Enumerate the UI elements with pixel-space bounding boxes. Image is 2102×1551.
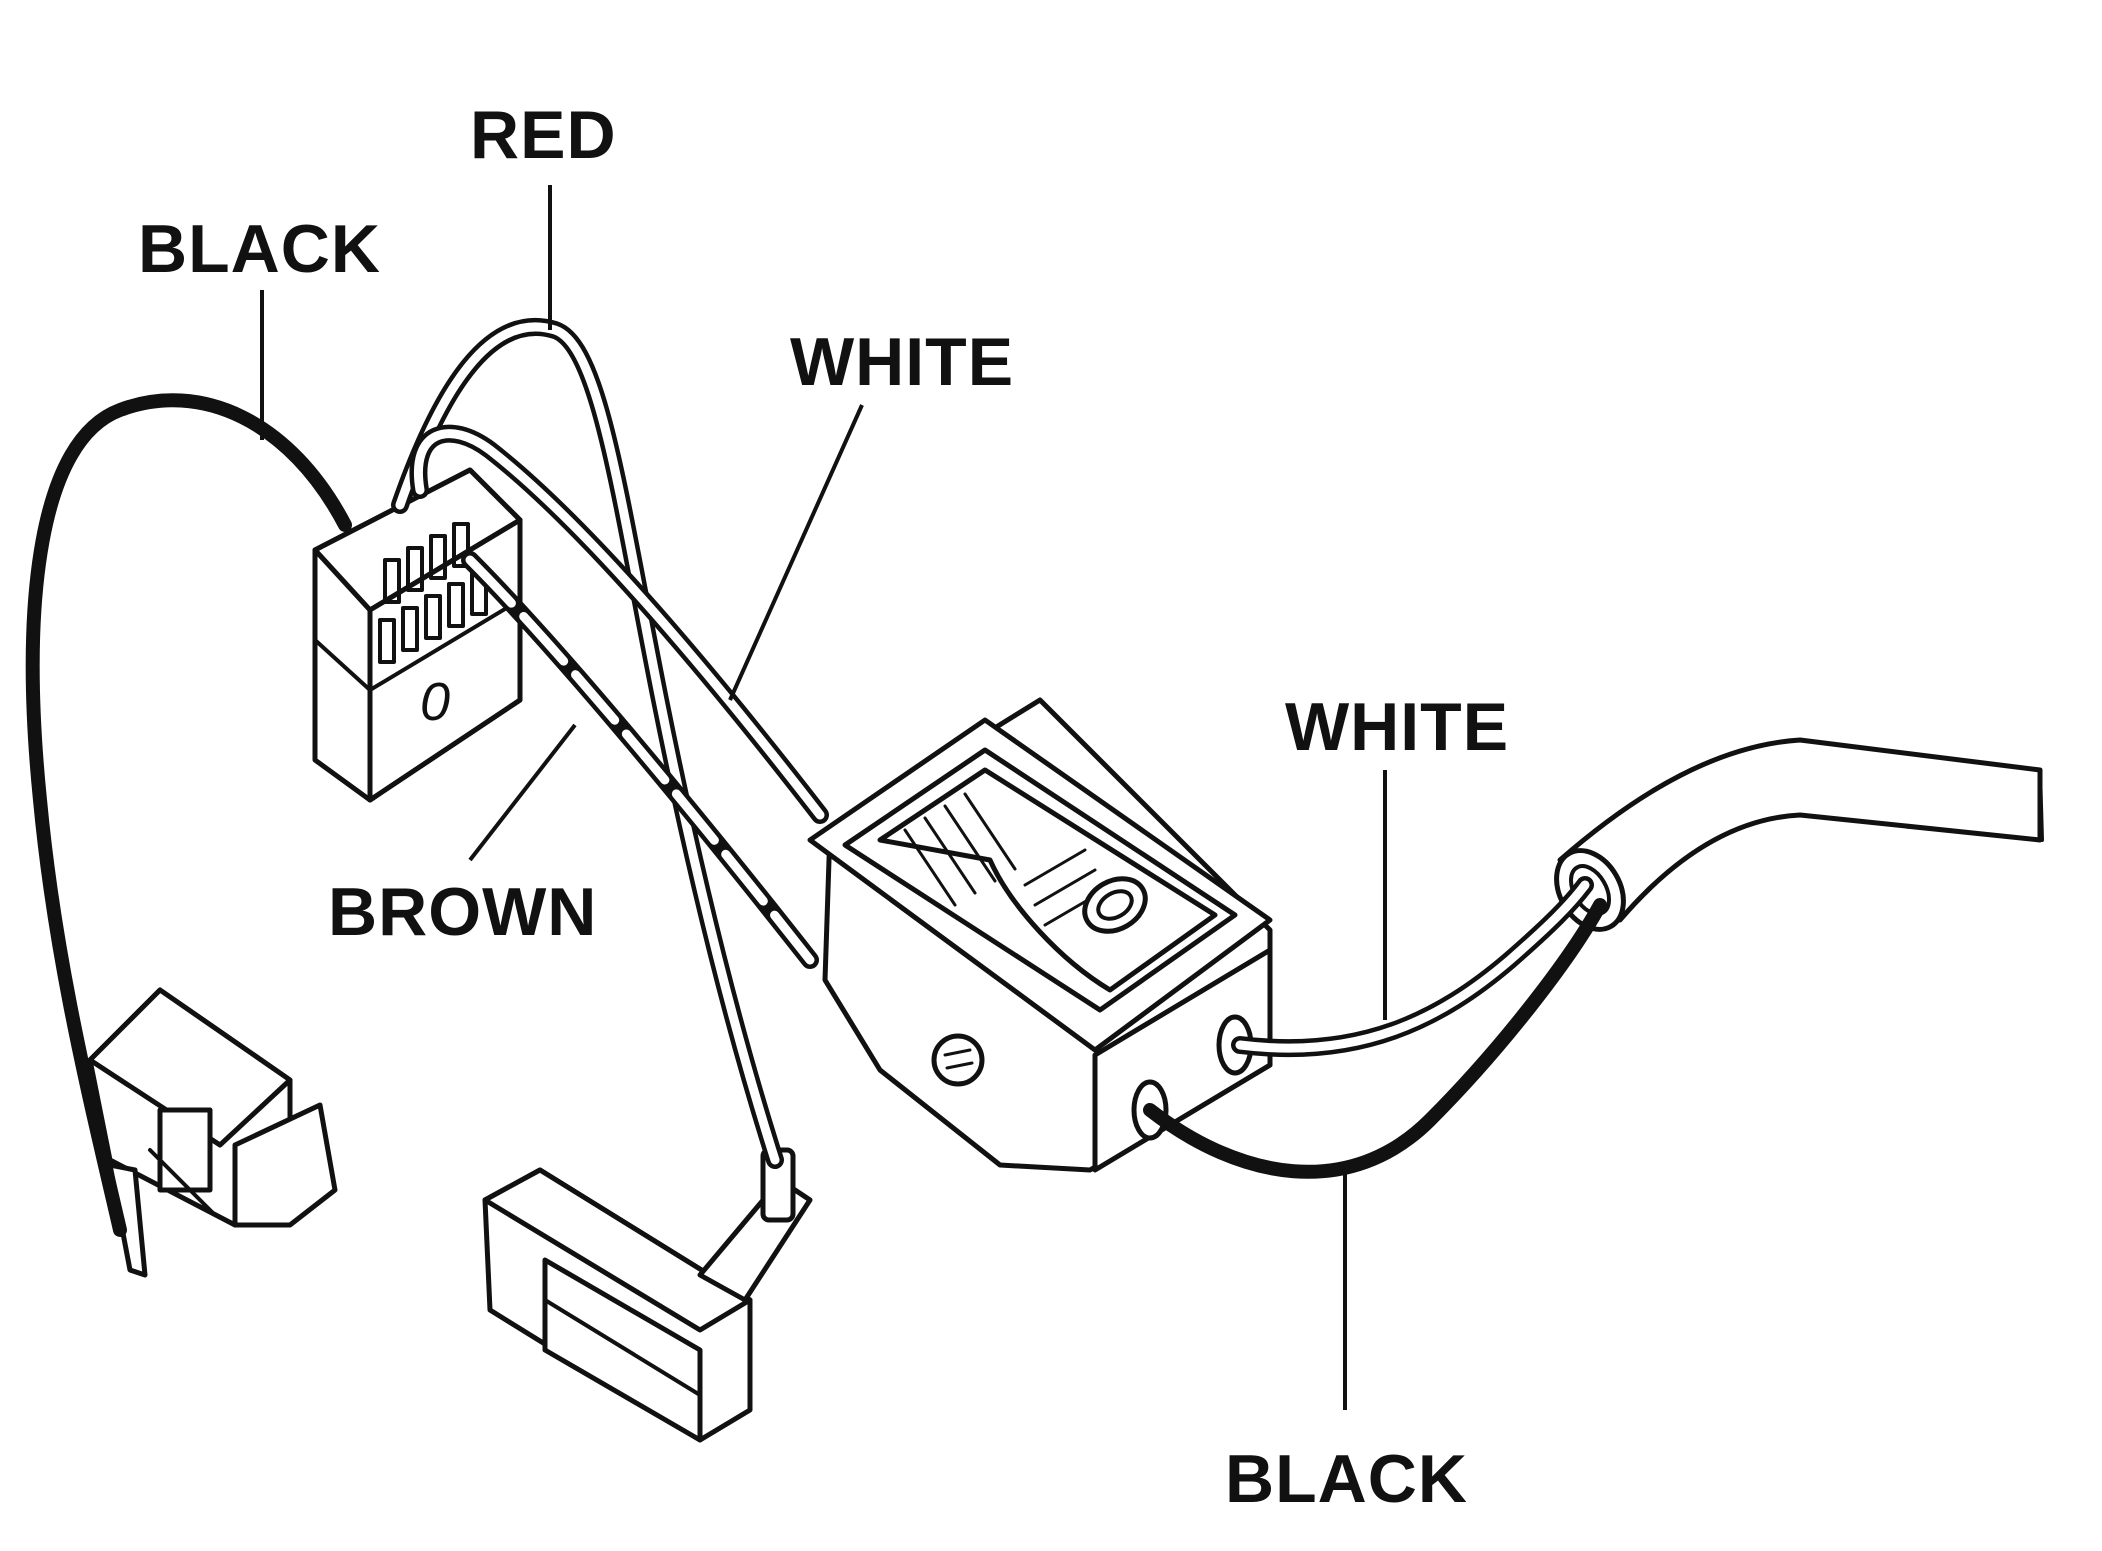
white-wire-top [409,424,829,824]
red-wire [391,317,784,1169]
leader-white-top [728,404,864,701]
label-brown: BROWN [328,874,597,950]
connector-marking: 0 [420,672,450,732]
white-wire-right [1231,876,1594,1058]
brown-wire [461,551,819,969]
leader-brown [468,723,577,862]
label-red: RED [470,97,617,173]
label-white-top: WHITE [790,324,1014,400]
lower-middle-plug-connector [482,1147,813,1443]
black-wire-right [1143,898,1607,1179]
label-white-right: WHITE [1285,689,1509,765]
label-black-bottom: BLACK [1225,1441,1468,1517]
power-cord [1554,737,2044,932]
black-wire-left [25,393,352,1237]
label-black-top: BLACK [138,211,381,287]
rocker-switch [807,697,1273,1173]
lower-left-spade-connector [87,987,338,1278]
